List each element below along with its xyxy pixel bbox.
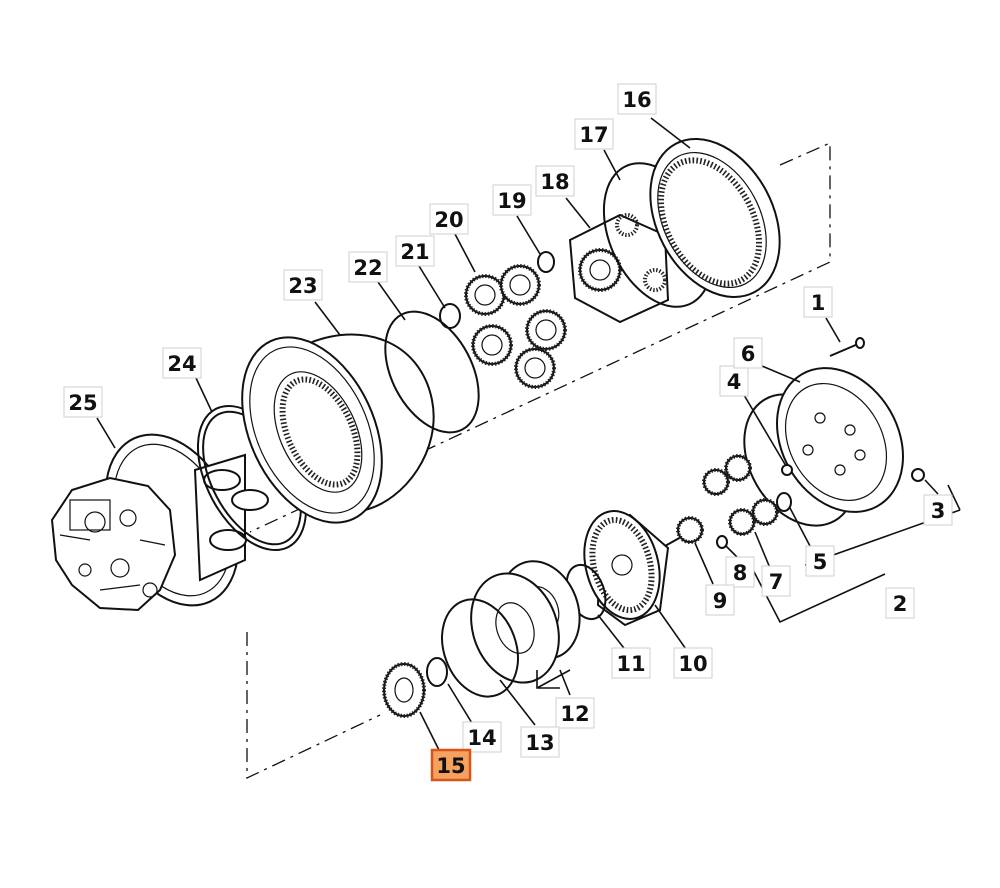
svg-text:9: 9 — [713, 589, 728, 613]
svg-text:20: 20 — [434, 208, 463, 232]
callouts: 1 2 3 4 5 6 7 8 9 10 11 12 13 14 15 16 1… — [63, 83, 953, 782]
part-4-plug — [781, 464, 793, 476]
svg-text:1: 1 — [811, 291, 826, 315]
callout-3: 3 — [923, 494, 953, 526]
callout-19: 19 — [492, 184, 532, 216]
svg-text:7: 7 — [769, 570, 784, 594]
callout-4: 4 — [719, 365, 749, 397]
svg-text:17: 17 — [579, 123, 608, 147]
callout-13: 13 — [520, 726, 560, 758]
part-1-bolt — [829, 337, 865, 357]
svg-text:3: 3 — [931, 499, 946, 523]
part-8-washer — [716, 535, 728, 549]
leader-lines — [96, 117, 961, 753]
callout-18: 18 — [535, 165, 575, 197]
callout-17: 17 — [574, 118, 614, 150]
part-3-plug — [911, 468, 925, 482]
svg-text:23: 23 — [288, 274, 317, 298]
svg-text:19: 19 — [497, 189, 526, 213]
part-25-travel-motor — [50, 433, 269, 612]
svg-text:8: 8 — [733, 561, 748, 585]
callout-12: 12 — [555, 697, 595, 729]
svg-text:15: 15 — [436, 754, 465, 778]
svg-text:4: 4 — [727, 370, 742, 394]
part-16-ring-gear — [649, 137, 781, 299]
callout-10: 10 — [673, 647, 713, 679]
svg-text:22: 22 — [353, 256, 382, 280]
part-23-housing — [241, 333, 435, 524]
part-19-thrust-ring — [537, 251, 555, 273]
callout-8: 8 — [725, 556, 755, 588]
svg-text:5: 5 — [813, 550, 828, 574]
callout-6: 6 — [733, 337, 763, 369]
svg-text:24: 24 — [167, 352, 196, 376]
callout-24: 24 — [162, 347, 202, 379]
callout-2: 2 — [885, 587, 915, 619]
callout-16: 16 — [617, 83, 657, 115]
callout-15-highlighted[interactable]: 15 — [430, 748, 472, 782]
part-18-planet-carrier — [568, 213, 670, 324]
callout-25: 25 — [63, 386, 103, 418]
part-5-ring — [776, 492, 792, 512]
callout-14: 14 — [462, 721, 502, 753]
part-15-gear — [382, 662, 426, 718]
svg-text:2: 2 — [893, 592, 908, 616]
part-12-thrust-plates — [470, 560, 581, 684]
svg-text:16: 16 — [622, 88, 651, 112]
callout-9: 9 — [705, 584, 735, 616]
part-20-planet-gears — [464, 264, 567, 389]
part-14-ring — [426, 657, 448, 687]
callout-5: 5 — [805, 545, 835, 577]
part-21-thrust-ring — [439, 303, 461, 329]
svg-text:25: 25 — [68, 391, 97, 415]
assembly-envelope-outline — [246, 142, 831, 780]
svg-text:18: 18 — [540, 170, 569, 194]
callout-21: 21 — [395, 235, 435, 267]
svg-text:6: 6 — [741, 342, 756, 366]
part-10-drum-gear — [583, 510, 670, 627]
part-7-planet-gears — [702, 454, 779, 536]
svg-text:12: 12 — [560, 702, 589, 726]
part-13-snap-ring — [441, 598, 519, 698]
callout-11: 11 — [611, 647, 651, 679]
callout-7: 7 — [761, 565, 791, 597]
svg-text:21: 21 — [400, 240, 429, 264]
callout-23: 23 — [283, 269, 323, 301]
svg-text:13: 13 — [525, 731, 554, 755]
callout-20: 20 — [429, 203, 469, 235]
svg-text:10: 10 — [678, 652, 707, 676]
callout-22: 22 — [348, 251, 388, 283]
callout-1: 1 — [803, 286, 833, 318]
svg-text:14: 14 — [467, 726, 496, 750]
svg-text:11: 11 — [616, 652, 645, 676]
